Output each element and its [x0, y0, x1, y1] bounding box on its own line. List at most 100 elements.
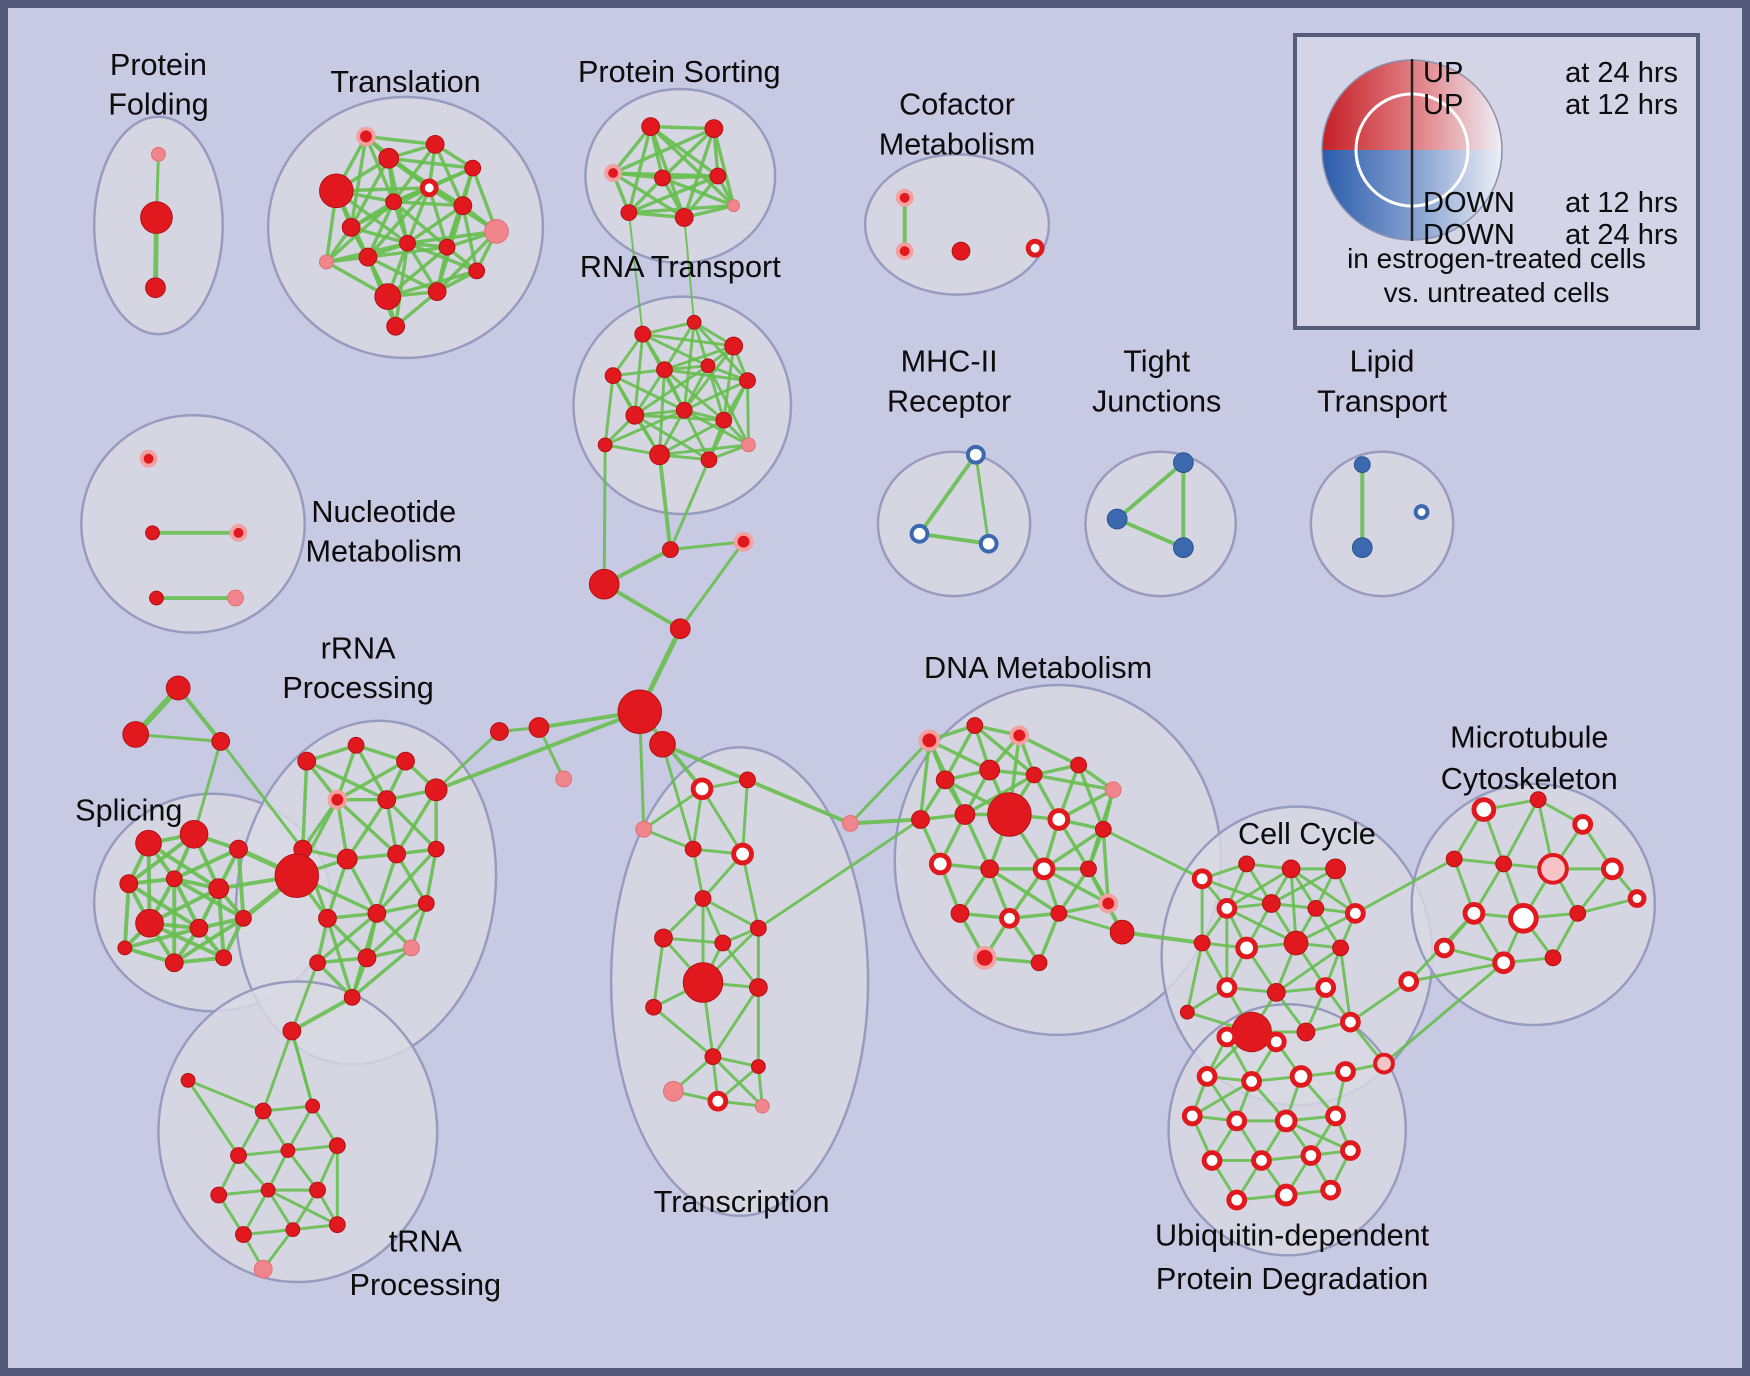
network-edge — [662, 368, 749, 383]
network-edge — [366, 186, 431, 259]
network-node-ring — [1627, 889, 1647, 908]
cluster-label-cofactor-metabolism: Metabolism — [879, 127, 1036, 161]
network-edge — [603, 374, 615, 447]
network-edge — [1348, 980, 1411, 1024]
network-edge — [701, 897, 760, 930]
network-edge — [172, 847, 241, 881]
network-node-halo — [604, 164, 622, 182]
cluster-label-microtubule-cytoskeleton: Microtubule — [1450, 720, 1608, 754]
network-node-red — [399, 234, 416, 252]
network-node-halo — [327, 789, 348, 810]
network-node-red — [1529, 791, 1547, 809]
legend-dir-label: UP — [1423, 57, 1464, 89]
network-edge — [219, 739, 305, 851]
network-node-red — [1179, 1004, 1195, 1020]
network-edge — [1576, 897, 1639, 915]
cluster-ellipse-transcription — [609, 746, 870, 1218]
network-node-red — [674, 208, 694, 227]
cluster-label-mhc-ii-receptor: MHC-II — [901, 345, 998, 379]
network-node-red — [211, 731, 231, 751]
legend-footer-line2: vs. untreated cells — [1383, 277, 1610, 308]
cluster-label-nucleotide-metabolism: Metabolism — [305, 534, 462, 568]
network-edge — [237, 1109, 265, 1157]
network-node-red — [597, 437, 613, 453]
network-edge — [987, 867, 1061, 916]
network-node-red — [164, 953, 184, 973]
network-edge — [1037, 911, 1061, 965]
network-node-red — [210, 1186, 228, 1204]
legend-dir-label: UP — [1423, 89, 1464, 121]
network-node-blue-ring — [1413, 504, 1430, 520]
legend-time-label: at 24 hrs — [1565, 219, 1678, 251]
network-node-red — [140, 201, 173, 234]
network-node-red — [165, 870, 183, 888]
network-node-red — [654, 928, 673, 948]
network-node-ring — [1274, 1183, 1298, 1207]
network-node-red — [669, 618, 691, 640]
network-node-ring — [690, 777, 714, 801]
network-node-ring — [1216, 977, 1238, 998]
network-node-blue — [1172, 537, 1194, 559]
network-node-ring — [1572, 814, 1594, 835]
network-node-red — [1296, 1022, 1316, 1042]
network-node-red — [235, 909, 252, 927]
network-node-red — [682, 962, 724, 1003]
network-node-ring — [1265, 1031, 1287, 1053]
legend-dir-label: DOWN — [1423, 219, 1515, 251]
cluster-label-ubiquitin-degradation: Protein Degradation — [1156, 1262, 1428, 1296]
network-edge — [261, 1029, 294, 1113]
network-edge — [662, 936, 725, 945]
network-edge — [325, 916, 354, 1000]
network-node-red — [749, 919, 767, 937]
network-node-red — [468, 262, 486, 280]
network-node-ring — [1398, 971, 1420, 992]
network-edge — [434, 730, 501, 792]
network-node-pink — [484, 219, 509, 244]
network-edge — [385, 797, 438, 851]
network-edge — [349, 156, 391, 230]
network-edge — [682, 379, 749, 412]
cluster-ellipse-nucleotide-metabolism — [80, 413, 306, 634]
network-node-red — [588, 568, 620, 600]
network-edge — [917, 531, 991, 546]
network-edge — [134, 732, 223, 743]
network-edge — [657, 452, 673, 552]
network-node-red — [117, 940, 133, 956]
network-node-blue — [1172, 452, 1194, 474]
network-node-ring — [1216, 898, 1238, 919]
network-node-red — [911, 810, 930, 829]
network-node-ring — [1196, 1066, 1218, 1087]
network-edge — [661, 742, 695, 851]
network-edge — [122, 926, 201, 950]
network-node-ring — [1216, 1026, 1238, 1048]
network-edge — [648, 124, 716, 131]
network-edge — [364, 134, 437, 147]
network-node-ring — [1226, 1189, 1248, 1211]
network-edge — [122, 881, 131, 950]
cluster-ellipse-cofactor-metabolism — [863, 153, 1051, 296]
network-node-red — [318, 908, 337, 928]
network-node-red — [341, 218, 361, 237]
legend-time-label: at 12 hrs — [1565, 89, 1678, 121]
network-edge — [289, 995, 355, 1033]
network-node-red — [374, 283, 402, 310]
legend-time-label: at 24 hrs — [1565, 57, 1678, 89]
network-node-blue-ring — [965, 444, 986, 465]
network-edge — [943, 723, 977, 782]
network-edge — [126, 881, 201, 931]
network-node-red — [208, 878, 230, 900]
network-node-red — [951, 241, 971, 261]
network-edge — [375, 847, 438, 916]
network-edge — [756, 817, 922, 930]
network-node-halo — [139, 449, 158, 468]
network-edge — [642, 827, 695, 851]
network-edge — [364, 134, 396, 204]
network-node-red — [1231, 1011, 1272, 1053]
network-edge — [391, 142, 437, 204]
network-edge — [652, 936, 665, 1009]
network-node-red — [1332, 939, 1349, 957]
network-edge — [746, 379, 750, 447]
network-node-red — [1261, 894, 1281, 913]
network-node-ring — [731, 842, 754, 866]
